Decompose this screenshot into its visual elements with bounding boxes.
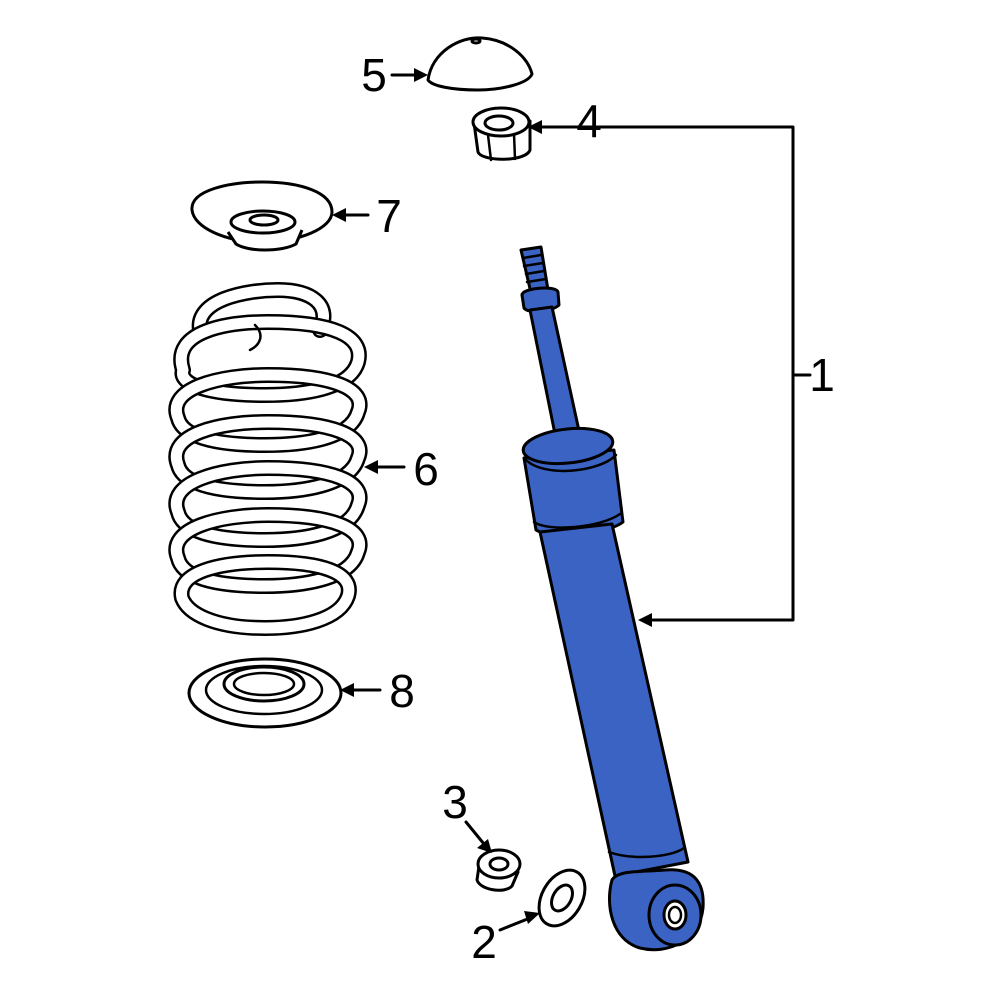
arrow-1: [638, 613, 652, 627]
callout-label-2: 2: [471, 916, 497, 968]
callout-label-1: 1: [809, 349, 835, 401]
callout-label-8: 8: [389, 665, 415, 717]
lower-spring-insulator[interactable]: [187, 657, 343, 729]
coil-spring[interactable]: [168, 281, 368, 637]
arrow-8: [340, 683, 354, 697]
callout-label-6: 6: [413, 443, 439, 495]
callout-label-4: 4: [576, 95, 602, 147]
leader-line-3: [464, 820, 486, 846]
callout-label-7: 7: [376, 190, 402, 242]
arrow-4: [528, 120, 542, 134]
callout-labels: 1 2 3 4 5 6 7 8: [361, 49, 835, 968]
callout-label-5: 5: [361, 49, 387, 101]
upper-spring-seat[interactable]: [190, 180, 334, 252]
arrow-6: [364, 460, 378, 474]
callout-leaders: [332, 68, 812, 932]
washer[interactable]: [530, 862, 595, 934]
bushing[interactable]: [471, 106, 532, 162]
shock-absorber[interactable]: [519, 245, 705, 952]
arrow-3: [477, 839, 492, 853]
arrow-7: [332, 208, 346, 222]
arrow-5: [414, 68, 428, 82]
callout-label-3: 3: [442, 776, 468, 828]
arrow-2: [524, 911, 540, 924]
dust-cap[interactable]: [426, 36, 534, 92]
leader-line-2: [498, 916, 532, 932]
nut[interactable]: [475, 848, 522, 892]
